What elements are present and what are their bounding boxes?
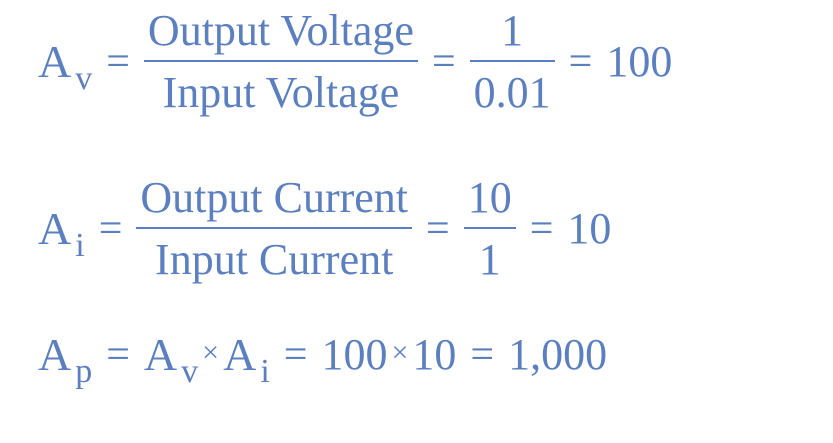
multiply-sign: ×: [391, 336, 409, 369]
symbol-letter: A: [38, 329, 72, 380]
fraction-bar: [463, 227, 516, 230]
equals-sign: =: [283, 332, 308, 378]
voltage-value-fraction: 1 0.01: [469, 6, 555, 118]
current-gain-result: 10: [567, 204, 612, 254]
fraction-numerator: Output Voltage: [147, 6, 414, 55]
equals-sign: =: [431, 39, 456, 86]
symbol-subscript: v: [181, 353, 199, 390]
product-value-1: 100: [321, 330, 388, 379]
fraction-denominator: 0.01: [473, 68, 551, 118]
fraction-bar: [143, 60, 418, 63]
equals-sign: =: [568, 39, 593, 86]
equals-sign: =: [106, 39, 130, 86]
fraction-numerator: 1: [501, 6, 524, 55]
equals-sign: =: [98, 206, 123, 253]
power-gain-result: 1,000: [508, 330, 608, 379]
equals-sign: =: [529, 206, 554, 253]
multiply-sign: ×: [202, 336, 220, 369]
fraction-denominator: 1: [478, 235, 501, 285]
fraction-bar: [469, 60, 555, 63]
fraction-numerator: 10: [467, 173, 512, 222]
symbol-letter: A: [143, 329, 178, 380]
current-value-fraction: 10 1: [463, 173, 516, 285]
voltage-ratio-fraction: Output Voltage Input Voltage: [143, 6, 418, 118]
fraction-denominator: Input Voltage: [162, 68, 400, 118]
current-ratio-fraction: Output Current Input Current: [136, 173, 413, 285]
voltage-gain-result: 100: [606, 37, 673, 87]
symbol-letter: A: [38, 203, 72, 255]
symbol-letter: A: [223, 329, 257, 380]
equals-sign: =: [106, 332, 130, 378]
equals-sign: =: [426, 206, 450, 253]
fraction-bar: [136, 227, 413, 230]
symbol-subscript: v: [75, 60, 93, 98]
fraction-numerator: Output Current: [140, 173, 409, 222]
symbol-subscript: i: [260, 353, 270, 390]
symbol-subscript: p: [75, 353, 93, 390]
equals-sign: =: [470, 332, 495, 378]
fraction-denominator: Input Current: [155, 235, 394, 285]
symbol-letter: A: [38, 36, 72, 88]
product-value-2: 10: [412, 330, 457, 379]
symbol-subscript: i: [75, 227, 85, 265]
